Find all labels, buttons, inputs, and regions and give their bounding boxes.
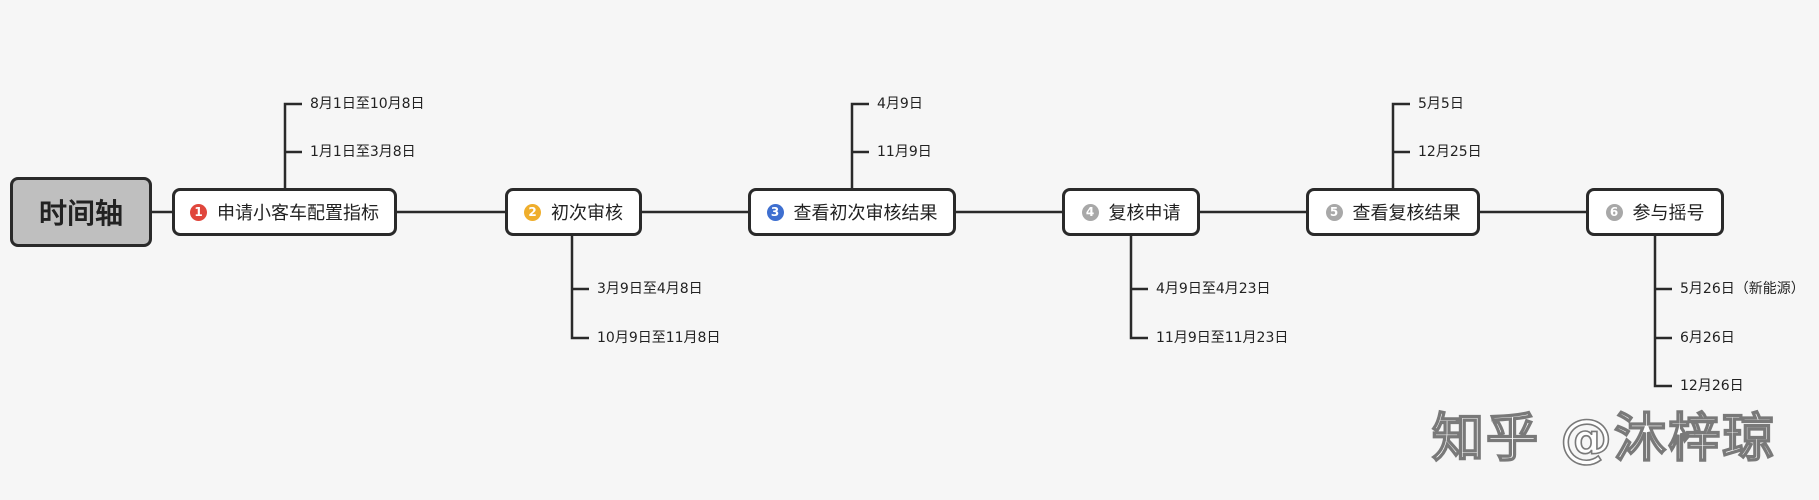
step-node-5[interactable]: 5 查看复核结果 xyxy=(1306,188,1480,236)
step-label-5: 查看复核结果 xyxy=(1352,203,1461,224)
step-label-2: 初次审核 xyxy=(551,203,623,224)
step-badge-6: 6 xyxy=(1605,203,1623,221)
date-label[interactable]: 4月9日至4月23日 xyxy=(1156,281,1271,297)
step-node-3[interactable]: 3 查看初次审核结果 xyxy=(748,188,956,236)
step-label-3: 查看初次审核结果 xyxy=(793,203,938,224)
branch-connector xyxy=(1653,236,1672,388)
date-label[interactable]: 8月1日至10月8日 xyxy=(310,96,425,112)
branch-connector xyxy=(570,236,589,340)
date-label[interactable]: 4月9日 xyxy=(877,96,923,112)
step-node-1[interactable]: 1 申请小客车配置指标 xyxy=(172,188,397,236)
date-label[interactable]: 5月5日 xyxy=(1418,96,1464,112)
watermark: 知乎 @沐梓琼 xyxy=(1431,408,1777,470)
date-label[interactable]: 12月25日 xyxy=(1418,144,1482,160)
root-label: 时间轴 xyxy=(38,197,123,230)
root-node[interactable]: 时间轴 xyxy=(10,177,152,247)
branch-connector xyxy=(850,102,869,188)
step-badge-3: 3 xyxy=(766,203,784,221)
step-label-1: 申请小客车配置指标 xyxy=(217,203,379,224)
step-node-4[interactable]: 4 复核申请 xyxy=(1062,188,1200,236)
step-badge-4: 4 xyxy=(1081,203,1099,221)
step-badge-1: 1 xyxy=(190,203,207,221)
step-badge-5: 5 xyxy=(1325,203,1343,221)
step-label-4: 复核申请 xyxy=(1108,203,1181,224)
date-label[interactable]: 12月26日 xyxy=(1680,378,1744,394)
date-label[interactable]: 1月1日至3月8日 xyxy=(310,144,416,160)
step-node-2[interactable]: 2 初次审核 xyxy=(505,188,642,236)
date-label[interactable]: 11月9日至11月23日 xyxy=(1156,330,1289,346)
branch-connector xyxy=(1391,102,1410,188)
branch-connector xyxy=(283,102,302,188)
date-label[interactable]: 6月26日 xyxy=(1680,330,1735,346)
step-label-6: 参与摇号 xyxy=(1632,203,1705,224)
date-label[interactable]: 5月26日（新能源） xyxy=(1680,281,1805,297)
step-badge-2: 2 xyxy=(524,203,541,221)
date-label[interactable]: 11月9日 xyxy=(877,144,932,160)
step-node-6[interactable]: 6 参与摇号 xyxy=(1586,188,1724,236)
date-label[interactable]: 3月9日至4月8日 xyxy=(597,281,703,297)
date-label[interactable]: 10月9日至11月8日 xyxy=(597,330,721,346)
branch-connector xyxy=(1129,236,1148,340)
